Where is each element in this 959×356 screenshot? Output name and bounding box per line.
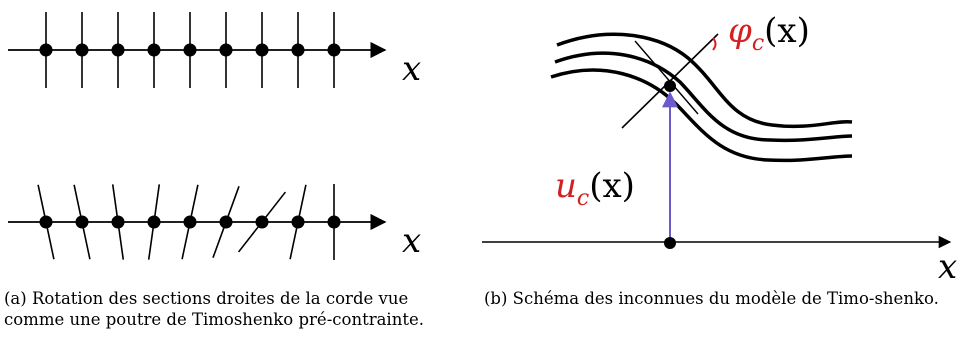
top-section-node-5: [183, 43, 197, 57]
phi-symbol: φ: [728, 11, 752, 51]
top-section-node-4: [147, 43, 161, 57]
bottom-section-node-3: [111, 215, 125, 229]
phi-subscript: c: [752, 31, 764, 56]
panel-b: x φc(x) uc(x): [482, 11, 957, 287]
top-section-node-1: [39, 43, 53, 57]
sections-bottom: [37, 184, 341, 260]
axis-label-b: x: [938, 247, 957, 287]
beam-curve-lower: [550, 68, 853, 163]
sections-top: [39, 12, 341, 88]
bottom-section-node-7: [255, 215, 269, 229]
top-section-node-7: [255, 43, 269, 57]
bottom-section-node-5: [183, 215, 197, 229]
u-subscript: c: [577, 186, 589, 211]
u-label: uc(x): [555, 166, 635, 211]
axis-origin-dot: [664, 237, 676, 249]
top-section-node-9: [327, 43, 341, 57]
panel-a-top: x: [8, 12, 421, 89]
bottom-section-node-9: [327, 215, 341, 229]
top-section-node-3: [111, 43, 125, 57]
bottom-section-node-4: [147, 215, 161, 229]
phi-label: φc(x): [728, 11, 810, 56]
phi-argument: (x): [764, 11, 810, 51]
axis-label-bottom: x: [402, 221, 421, 261]
rotation-angle-arc: [712, 37, 717, 51]
caption-b: (b) Schéma des inconnues du modèle de Ti…: [484, 289, 939, 308]
bottom-section-node-2: [75, 215, 89, 229]
beam-curve-upper: [556, 32, 853, 129]
caption-a: (a) Rotation des sections droites de la …: [4, 289, 424, 329]
bottom-section-node-6: [219, 215, 233, 229]
u-argument: (x): [589, 166, 635, 206]
u-symbol: u: [555, 166, 577, 206]
bottom-section-node-8: [291, 215, 305, 229]
top-section-node-8: [291, 43, 305, 57]
section-line-diagonal: [634, 40, 699, 115]
beam-curve-middle: [554, 51, 853, 143]
top-section-node-2: [75, 43, 89, 57]
bottom-section-node-1: [39, 215, 53, 229]
top-section-node-6: [219, 43, 233, 57]
panel-a-bottom: x: [8, 184, 421, 261]
section-center-dot: [664, 80, 676, 92]
axis-label-top: x: [402, 49, 421, 89]
